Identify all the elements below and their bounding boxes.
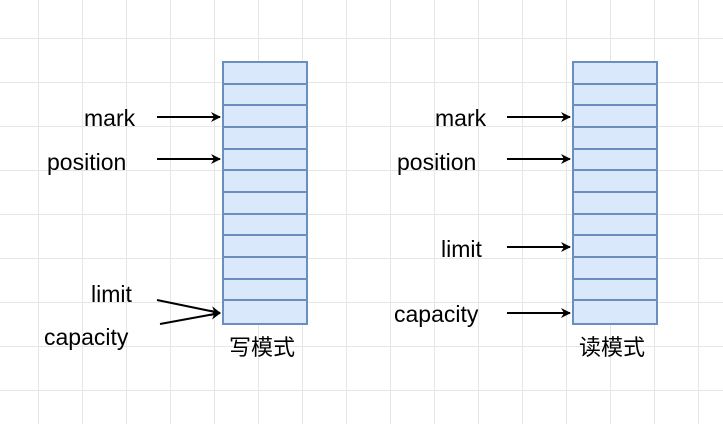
write-mode-caption: 写模式 xyxy=(229,336,296,361)
buffer-cell xyxy=(574,106,656,128)
read-limit-label: limit xyxy=(441,236,482,262)
read-mode-caption: 读模式 xyxy=(579,336,646,361)
buffer-cell xyxy=(574,63,656,85)
write-capacity-label: capacity xyxy=(44,324,129,350)
write-limit-label: limit xyxy=(91,281,132,307)
buffer-cell xyxy=(224,85,306,107)
buffer-cell xyxy=(574,280,656,302)
buffer-cell xyxy=(224,193,306,215)
read-position-label: position xyxy=(397,149,477,175)
write-capacity-arrow xyxy=(159,309,221,325)
buffer-cell xyxy=(224,63,306,85)
buffer-cell xyxy=(574,193,656,215)
buffer-cell xyxy=(224,236,306,258)
write-mark-label: mark xyxy=(84,105,136,131)
buffer-cell xyxy=(574,236,656,258)
buffer-cell xyxy=(224,171,306,193)
read-buffer xyxy=(572,61,658,325)
buffer-cell xyxy=(224,150,306,172)
buffer-cell xyxy=(574,215,656,237)
buffer-cell xyxy=(224,128,306,150)
buffer-cell xyxy=(574,150,656,172)
read-mark-label: mark xyxy=(435,105,487,131)
buffer-cell xyxy=(224,258,306,280)
buffer-cell xyxy=(224,106,306,128)
buffer-cell xyxy=(574,128,656,150)
buffer-cell xyxy=(574,171,656,193)
buffer-cell xyxy=(224,215,306,237)
read-capacity-label: capacity xyxy=(394,301,479,327)
buffer-cell xyxy=(224,280,306,302)
write-position-label: position xyxy=(47,149,127,175)
write-limit-arrow xyxy=(156,299,221,317)
buffer-cell xyxy=(574,258,656,280)
write-buffer xyxy=(222,61,308,325)
buffer-cell xyxy=(574,85,656,107)
